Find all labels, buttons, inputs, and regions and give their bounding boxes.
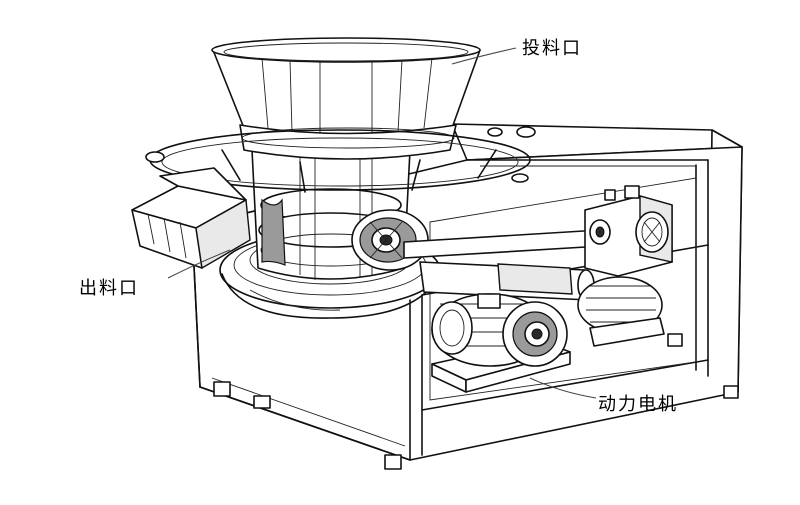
guard-ring [145,126,536,193]
upper-gearbox [584,185,673,277]
main-motor [431,293,571,393]
leader-lines [167,47,597,399]
discharge-outlet-label: 出料口 [79,278,139,299]
power-motor-label: 动力电机 [598,394,678,415]
discharge-chute [131,167,251,270]
feed-inlet-label: 投料口 [522,38,582,59]
drive-pulley [351,209,429,271]
secondary-motor [577,276,665,347]
feed-hopper [211,37,481,160]
